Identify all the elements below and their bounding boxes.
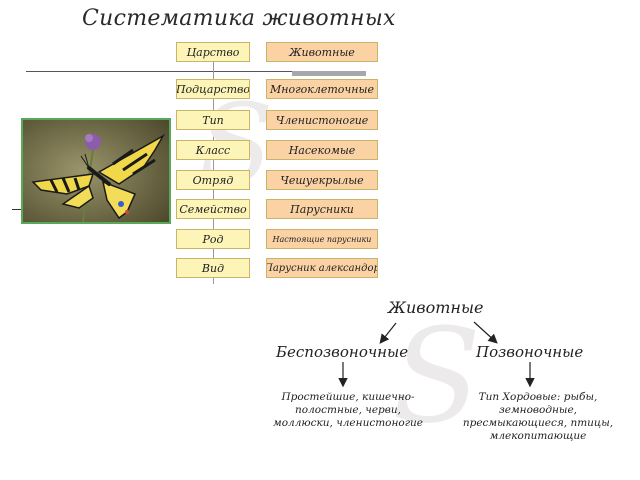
tree-root-label: Животные	[388, 298, 484, 317]
taxon-genus: Настоящие парусники	[266, 229, 378, 249]
divider-line	[26, 71, 356, 72]
tree-right-label: Позвоночные	[476, 343, 584, 361]
taxon-order: Чешуекрылые	[266, 170, 378, 190]
divider-accent	[292, 71, 366, 76]
rank-species: Вид	[176, 258, 250, 278]
left-tick-mark	[12, 209, 23, 210]
taxon-species: Парусник александор	[266, 258, 378, 278]
rank-phylum: Тип	[176, 110, 250, 130]
rank-family: Семейство	[176, 199, 250, 219]
vertebrates-description-line: пресмыкающиеся, птицы,	[462, 417, 614, 429]
rank-kingdom: Царство	[176, 42, 250, 62]
rank-order: Отряд	[176, 170, 250, 190]
arrow-to-invertebrates	[379, 322, 397, 344]
invertebrates-description: Простейшие, кишечно- полостные, черви, м…	[258, 391, 438, 430]
taxon-kingdom: Животные	[266, 42, 378, 62]
taxon-phylum: Членистоногие	[266, 110, 378, 130]
invertebrates-description-line: полостные, черви,	[295, 404, 401, 416]
invertebrates-description-line: Простейшие, кишечно-	[281, 391, 415, 403]
rank-class: Класс	[176, 140, 250, 160]
taxon-family: Парусники	[266, 199, 378, 219]
taxon-class: Насекомые	[266, 140, 378, 160]
tree-left-label: Беспозвоночные	[276, 343, 409, 361]
rank-genus: Род	[176, 229, 250, 249]
rank-subkingdom: Подцарство	[176, 79, 250, 99]
butterfly-photo	[21, 118, 171, 224]
page-title: Систематика животных	[82, 6, 396, 31]
vertebrates-description-line: Тип Хордовые: рыбы,	[478, 391, 598, 403]
vertebrates-description-line: млекопитающие	[489, 430, 587, 442]
vertebrates-description: Тип Хордовые: рыбы, земноводные, пресмык…	[448, 391, 628, 443]
taxon-subkingdom: Многоклеточные	[266, 79, 378, 99]
arrow-to-vertebrates	[473, 321, 498, 344]
invertebrates-description-line: моллюски, членистоногие	[272, 417, 424, 429]
vertebrates-description-line: земноводные,	[499, 404, 577, 416]
